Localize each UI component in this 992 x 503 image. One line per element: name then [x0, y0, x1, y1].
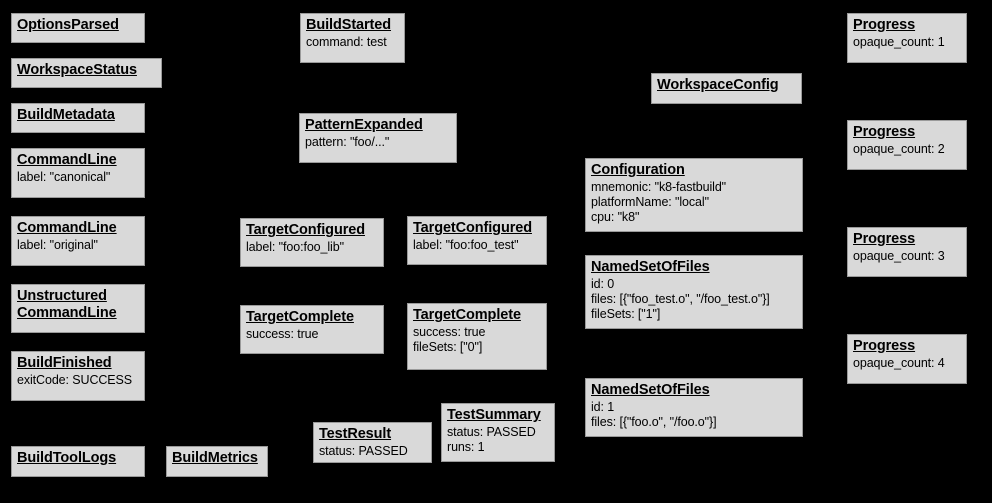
node-progress-2[interactable]: Progress opaque_count: 2 [847, 120, 967, 170]
node-named-set-of-files-1[interactable]: NamedSetOfFiles id: 1 files: [{"foo.o", "… [585, 378, 803, 437]
node-title: Unstructured CommandLine [17, 288, 117, 321]
node-title: Configuration [591, 162, 685, 178]
node-build-tool-logs[interactable]: BuildToolLogs [11, 446, 145, 477]
node-title: WorkspaceStatus [17, 62, 137, 78]
node-options-parsed[interactable]: OptionsParsed [11, 13, 145, 43]
node-workspace-status[interactable]: WorkspaceStatus [11, 58, 162, 88]
node-fields: label: "original" [17, 238, 98, 252]
node-progress-3[interactable]: Progress opaque_count: 3 [847, 227, 967, 277]
node-title: Progress [853, 231, 916, 247]
node-title: BuildMetrics [172, 450, 258, 466]
node-progress-4[interactable]: Progress opaque_count: 4 [847, 334, 967, 384]
node-fields: status: PASSED [319, 444, 408, 458]
node-test-result[interactable]: TestResult status: PASSED [313, 422, 432, 463]
node-title: TargetComplete [246, 309, 354, 325]
node-fields: mnemonic: "k8-fastbuild" platformName: "… [591, 180, 727, 224]
node-configuration[interactable]: Configuration mnemonic: "k8-fastbuild" pl… [585, 158, 803, 232]
node-target-complete-foo-test[interactable]: TargetComplete success: true fileSets: ["… [407, 303, 547, 370]
node-build-started[interactable]: BuildStarted command: test [300, 13, 405, 63]
node-fields: exitCode: SUCCESS [17, 373, 133, 387]
node-title: NamedSetOfFiles [591, 382, 710, 398]
node-title: TargetComplete [413, 307, 521, 323]
node-fields: id: 0 files: [{"foo_test.o", "/foo_test.… [591, 277, 770, 321]
node-target-configured-foo-lib[interactable]: TargetConfigured label: "foo:foo_lib" [240, 218, 384, 267]
node-fields: success: true [246, 327, 319, 341]
node-fields: id: 1 files: [{"foo.o", "/foo.o"}] [591, 400, 717, 429]
node-title: CommandLine [17, 152, 117, 168]
node-fields: label: "foo:foo_test" [413, 238, 519, 252]
node-title: OptionsParsed [17, 17, 119, 33]
node-title: Progress [853, 124, 916, 140]
node-pattern-expanded[interactable]: PatternExpanded pattern: "foo/..." [299, 113, 457, 163]
node-title: BuildStarted [306, 17, 392, 33]
node-title: Progress [853, 17, 916, 33]
node-fields: command: test [306, 35, 387, 49]
node-progress-1[interactable]: Progress opaque_count: 1 [847, 13, 967, 63]
node-build-metadata[interactable]: BuildMetadata [11, 103, 145, 133]
node-fields: status: PASSED runs: 1 [447, 425, 536, 454]
node-title: TargetConfigured [246, 222, 365, 238]
node-target-configured-foo-test[interactable]: TargetConfigured label: "foo:foo_test" [407, 216, 547, 265]
node-title: NamedSetOfFiles [591, 259, 710, 275]
node-fields: opaque_count: 1 [853, 35, 945, 49]
node-fields: opaque_count: 3 [853, 249, 945, 263]
node-title: CommandLine [17, 220, 117, 236]
node-title: PatternExpanded [305, 117, 423, 133]
node-target-complete-foo-lib[interactable]: TargetComplete success: true [240, 305, 384, 354]
node-title: TestSummary [447, 407, 541, 423]
node-unstructured-command-line[interactable]: Unstructured CommandLine [11, 284, 145, 333]
node-title: TargetConfigured [413, 220, 532, 236]
node-command-line-original[interactable]: CommandLine label: "original" [11, 216, 145, 266]
node-title: Progress [853, 338, 916, 354]
node-command-line-canonical[interactable]: CommandLine label: "canonical" [11, 148, 145, 198]
node-fields: label: "canonical" [17, 170, 111, 184]
node-named-set-of-files-0[interactable]: NamedSetOfFiles id: 0 files: [{"foo_test.… [585, 255, 803, 329]
node-build-metrics[interactable]: BuildMetrics [166, 446, 268, 477]
node-title: BuildToolLogs [17, 450, 117, 466]
node-title: BuildFinished [17, 355, 112, 371]
node-fields: opaque_count: 2 [853, 142, 945, 156]
node-fields: label: "foo:foo_lib" [246, 240, 344, 254]
node-workspace-config[interactable]: WorkspaceConfig [651, 73, 802, 104]
node-title: WorkspaceConfig [657, 77, 779, 93]
node-fields: pattern: "foo/..." [305, 135, 390, 149]
node-title: TestResult [319, 426, 392, 442]
node-build-finished[interactable]: BuildFinished exitCode: SUCCESS [11, 351, 145, 401]
node-fields: success: true fileSets: ["0"] [413, 325, 486, 354]
node-title: BuildMetadata [17, 107, 115, 123]
node-fields: opaque_count: 4 [853, 356, 945, 370]
node-test-summary[interactable]: TestSummary status: PASSED runs: 1 [441, 403, 555, 462]
